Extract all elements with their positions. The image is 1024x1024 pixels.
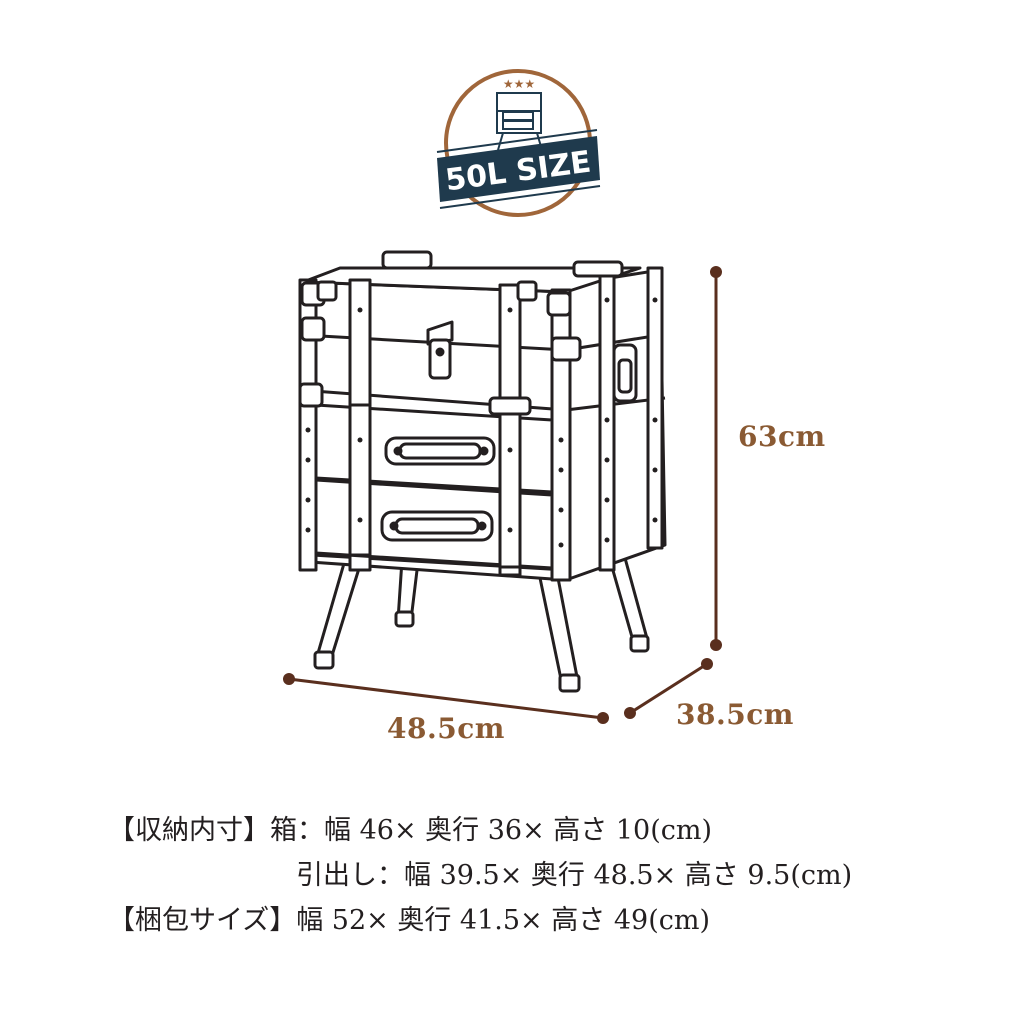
spec-value: 幅 46× 奥行 36× 高さ 10(cm) xyxy=(324,815,713,846)
side-handle xyxy=(612,343,638,403)
drawer-handle-bottom xyxy=(380,510,494,542)
badge-ribbon xyxy=(437,136,600,202)
depth-line xyxy=(629,662,708,715)
spec-value: 幅 52× 奥行 41.5× 高さ 49(cm) xyxy=(296,905,710,936)
size-badge: ★★★ 50L SIZE xyxy=(436,69,601,217)
spec-package-size: 【梱包サイズ】幅 52× 奥行 41.5× 高さ 49(cm) xyxy=(108,898,710,937)
width-line xyxy=(288,677,604,720)
spec-value: 幅 39.5× 奥行 48.5× 高さ 9.5(cm) xyxy=(404,860,853,891)
trunk-illustration xyxy=(298,250,667,693)
spec-label: 引出し： xyxy=(296,860,404,891)
height-label: 63cm xyxy=(738,420,826,453)
spec-label: 箱： xyxy=(270,815,324,846)
front-latch xyxy=(426,320,454,380)
leg-back-right xyxy=(608,556,650,646)
depth-label: 38.5cm xyxy=(676,698,794,731)
spec-storage-drawer: 引出し：幅 39.5× 奥行 48.5× 高さ 9.5(cm) xyxy=(296,853,852,892)
spec-bracket: 【収納内寸】 xyxy=(108,815,270,846)
spec-storage-box: 【収納内寸】箱：幅 46× 奥行 36× 高さ 10(cm) xyxy=(108,808,712,847)
trunk-lid-top xyxy=(301,266,642,294)
leg-front-right xyxy=(538,576,580,686)
drawer-handle-top xyxy=(384,436,496,466)
dimension-lines xyxy=(283,266,722,724)
badge-stars: ★★★ xyxy=(503,77,535,91)
width-label: 48.5cm xyxy=(387,712,505,745)
leg-front-left xyxy=(314,558,363,664)
spec-bracket: 【梱包サイズ】 xyxy=(108,905,297,936)
